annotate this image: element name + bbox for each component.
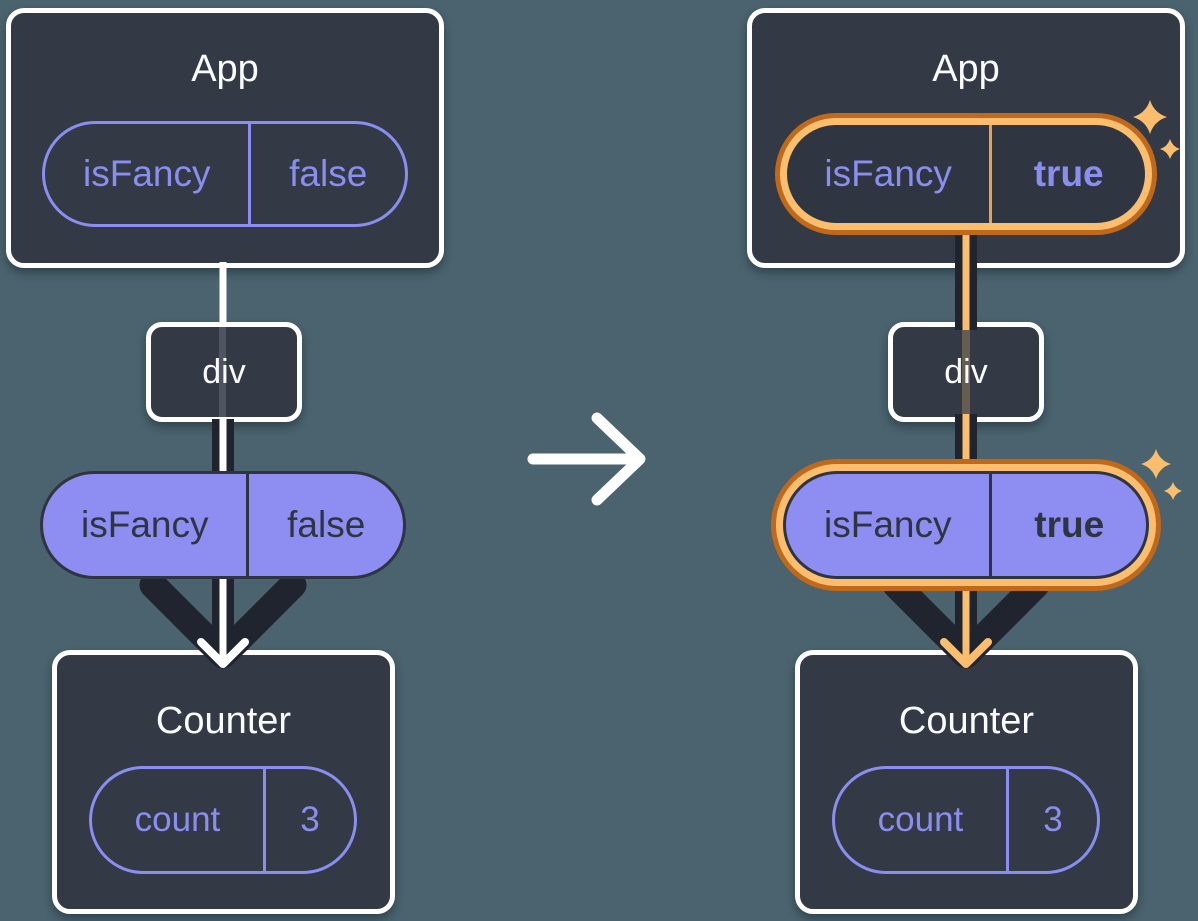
state-value: true: [1033, 153, 1104, 194]
state-flow-right: [882, 222, 1050, 669]
pill-divider: [989, 125, 993, 223]
div-label: div: [202, 352, 246, 391]
state-line-through-div: [219, 327, 226, 417]
state-pill-app-left: isFancy false: [42, 121, 408, 227]
div-component-box-right: div: [888, 322, 1044, 422]
pill-divider: [989, 474, 993, 576]
prop-name: isFancy: [81, 504, 209, 545]
div-label: div: [944, 352, 988, 391]
pill-divider: [248, 124, 252, 224]
prop-value: false: [287, 504, 366, 545]
state-pill-counter-left: count 3: [89, 766, 357, 874]
prop-name: isFancy: [824, 504, 952, 545]
state-value: 3: [300, 800, 320, 839]
state-pill-app-right-highlighted: isFancy true: [780, 118, 1152, 230]
state-value: 3: [1043, 800, 1063, 839]
state-pill-counter-right: count 3: [832, 766, 1100, 874]
state-name: isFancy: [824, 153, 952, 194]
app-title: App: [932, 48, 1000, 90]
arrow-head-dark: [139, 571, 307, 669]
div-component-box-left: div: [146, 322, 302, 422]
prop-value: true: [1034, 504, 1105, 545]
state-name: isFancy: [83, 153, 211, 194]
prop-pill-passed-right-highlighted: isFancy true: [783, 471, 1149, 579]
state-name: count: [877, 800, 964, 839]
sparkle-icon: [1164, 482, 1182, 500]
state-line-through-div: [962, 327, 970, 417]
transition-arrow-icon: [527, 412, 646, 506]
pill-divider: [1005, 769, 1009, 871]
state-value: false: [289, 153, 368, 194]
prop-pill-passed-left: isFancy false: [40, 471, 406, 579]
counter-title: Counter: [155, 700, 292, 742]
pill-divider: [246, 474, 250, 576]
arrow-head-dark: [882, 571, 1050, 669]
counter-title: Counter: [898, 700, 1035, 742]
app-title: App: [191, 48, 259, 90]
pill-divider: [262, 769, 266, 871]
state-name: count: [134, 800, 221, 839]
